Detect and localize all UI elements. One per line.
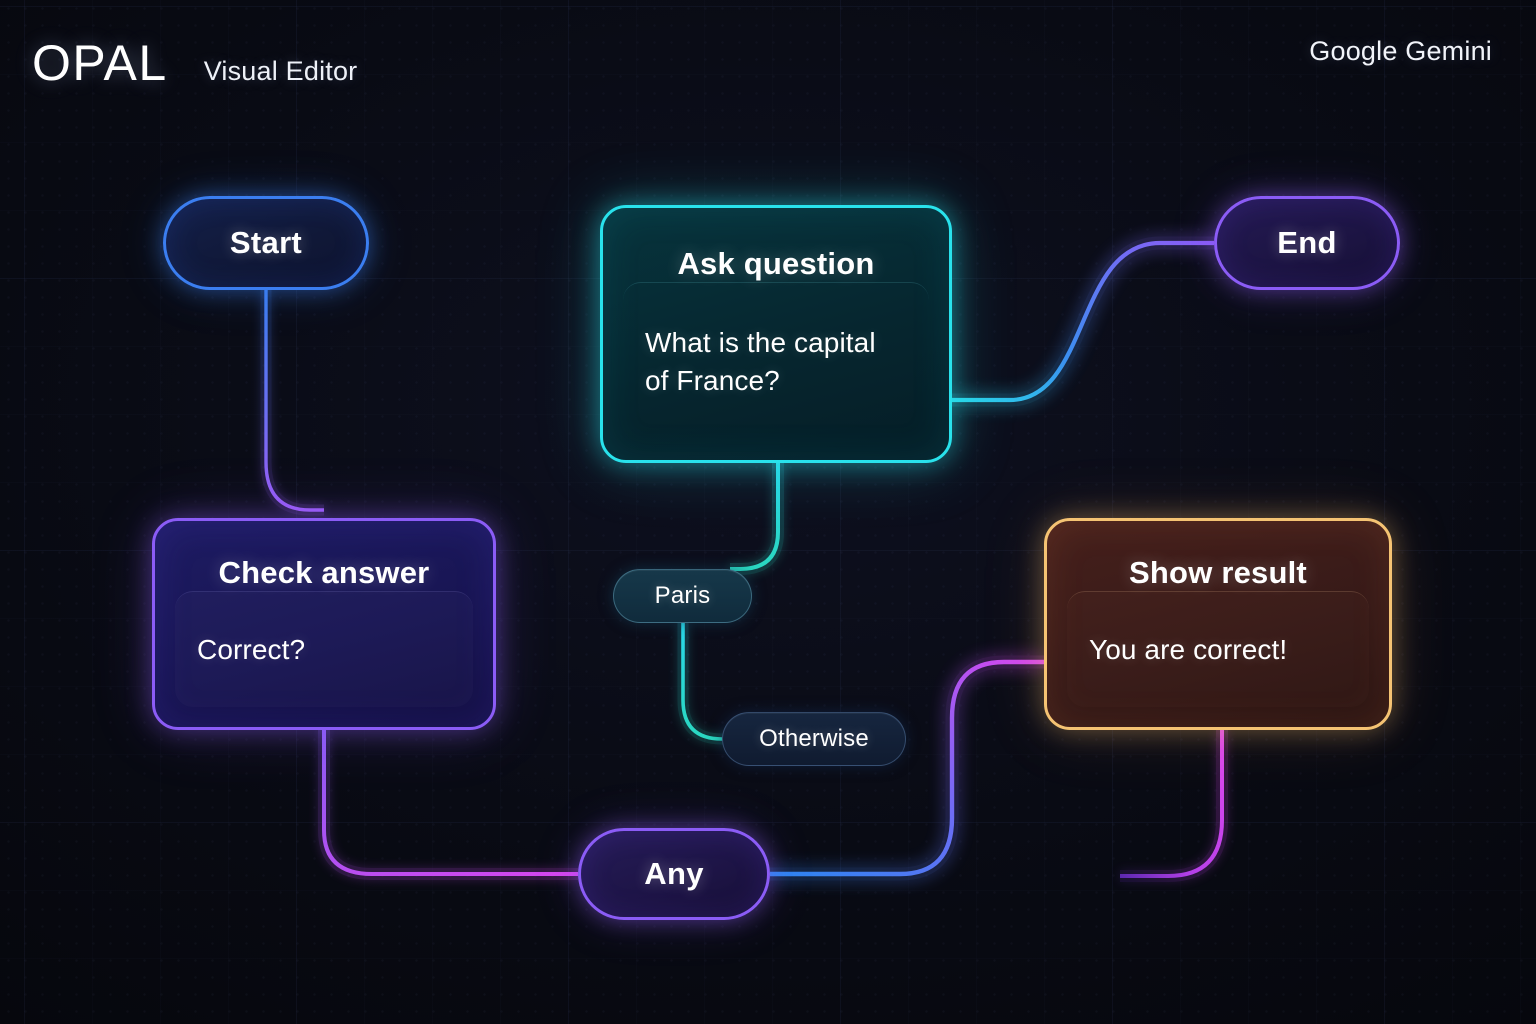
- node-check-answer-title: Check answer: [218, 555, 430, 590]
- node-start-label: Start: [229, 225, 303, 260]
- node-show-result-body[interactable]: You are correct!: [1067, 591, 1369, 707]
- edge-label-paris[interactable]: Paris: [613, 569, 752, 623]
- edge-label-otherwise[interactable]: Otherwise: [722, 712, 906, 766]
- node-end-label: End: [1277, 225, 1337, 260]
- node-check-answer[interactable]: Check answer Correct?: [152, 518, 496, 730]
- node-show-result-title: Show result: [1129, 555, 1307, 590]
- node-any-label: Any: [644, 856, 704, 891]
- app-subtitle: Visual Editor: [203, 56, 358, 86]
- node-ask-question-title: Ask question: [677, 246, 875, 281]
- node-ask-question[interactable]: Ask question What is the capital of Fran…: [600, 205, 952, 463]
- edge-ask-to-paris: [730, 463, 784, 575]
- edge-show-to-output: [1120, 730, 1228, 882]
- edge-paris-to-otherwise: [677, 623, 734, 745]
- edge-ask-to-end: [952, 236, 1214, 407]
- node-check-answer-body[interactable]: Correct?: [175, 591, 473, 707]
- edge-start-to-check: [260, 290, 324, 516]
- brand-group: OPAL Visual Editor: [32, 38, 357, 88]
- edge-any-to-show: [770, 655, 1044, 881]
- node-end[interactable]: End: [1214, 196, 1400, 290]
- node-show-result-text: You are correct!: [1089, 633, 1288, 665]
- node-ask-question-text: What is the capital of France?: [645, 327, 876, 396]
- node-check-answer-text: Correct?: [197, 633, 306, 665]
- app-header: OPAL Visual Editor Google Gemini: [0, 0, 1536, 130]
- node-show-result[interactable]: Show result You are correct!: [1044, 518, 1392, 730]
- edge-label-paris-text: Paris: [654, 582, 711, 609]
- app-logo: OPAL: [32, 35, 168, 91]
- node-ask-question-body[interactable]: What is the capital of France?: [623, 282, 929, 440]
- provider-label: Google Gemini: [1309, 36, 1492, 66]
- node-start[interactable]: Start: [163, 196, 369, 290]
- node-any[interactable]: Any: [578, 828, 770, 920]
- edge-label-otherwise-text: Otherwise: [759, 725, 869, 752]
- edge-check-to-any: [318, 730, 578, 880]
